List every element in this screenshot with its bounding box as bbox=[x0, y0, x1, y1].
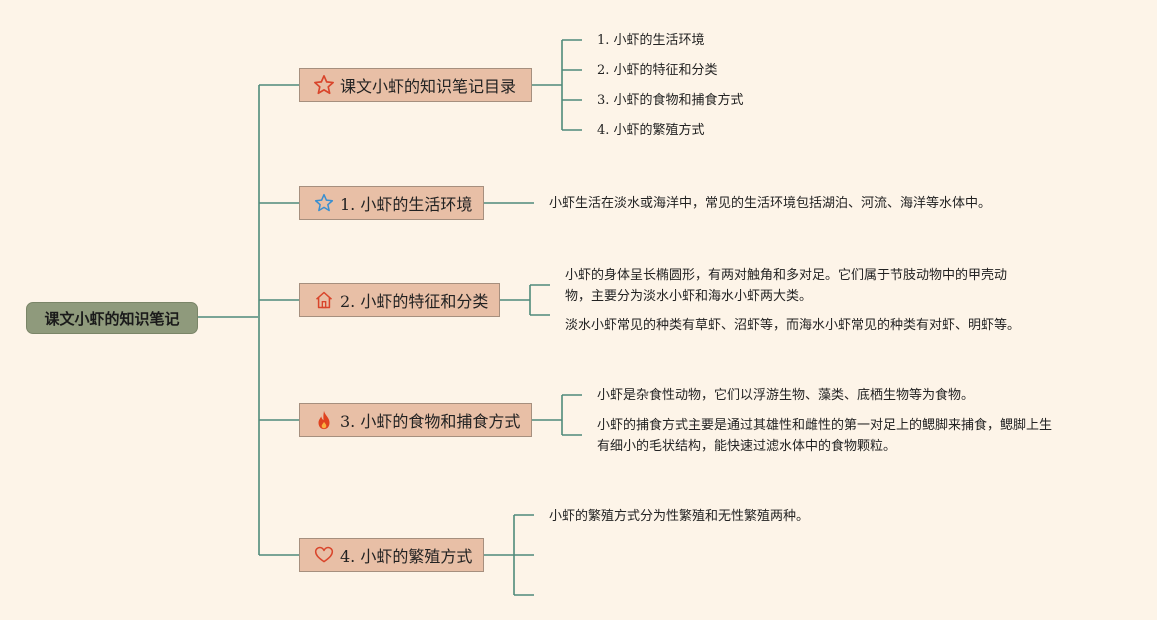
branch-node-reproduction[interactable]: 4. 小虾的繁殖方式 bbox=[299, 538, 484, 572]
home-icon bbox=[312, 289, 336, 311]
branch-label: 1. 小虾的生活环境 bbox=[340, 195, 473, 214]
hunting-note-line: 有细小的毛状结构，能快速过滤水体中的食物颗粒。 bbox=[597, 439, 897, 454]
diet-note: 小虾是杂食性动物，它们以浮游生物、藻类、底栖生物等为食物。 bbox=[597, 388, 975, 403]
heart-icon bbox=[312, 544, 336, 566]
habitat-note: 小虾生活在淡水或海洋中，常见的生活环境包括湖泊、河流、海洋等水体中。 bbox=[549, 196, 992, 211]
fire-icon bbox=[312, 409, 336, 431]
star-icon bbox=[312, 74, 336, 96]
branch-label: 3. 小虾的食物和捕食方式 bbox=[340, 412, 521, 431]
branch-label: 2. 小虾的特征和分类 bbox=[340, 292, 489, 311]
branch-label: 4. 小虾的繁殖方式 bbox=[340, 547, 473, 566]
contents-item: 4. 小虾的繁殖方式 bbox=[597, 123, 705, 138]
features-note-line: 小虾的身体呈长椭圆形，有两对触角和多对足。它们属于节肢动物中的甲壳动 bbox=[565, 268, 1008, 283]
branch-label: 课文小虾的知识笔记目录 bbox=[340, 77, 517, 96]
root-node[interactable]: 课文小虾的知识笔记 bbox=[26, 302, 198, 334]
features-note-line: 物，主要分为淡水小虾和海水小虾两大类。 bbox=[565, 289, 813, 304]
reproduction-note: 小虾的繁殖方式分为性繁殖和无性繁殖两种。 bbox=[549, 509, 810, 524]
contents-item: 2. 小虾的特征和分类 bbox=[597, 63, 718, 78]
branch-node-diet[interactable]: 3. 小虾的食物和捕食方式 bbox=[299, 403, 532, 437]
branch-node-features[interactable]: 2. 小虾的特征和分类 bbox=[299, 283, 500, 317]
contents-item: 3. 小虾的食物和捕食方式 bbox=[597, 93, 744, 108]
star-outline-icon bbox=[312, 192, 336, 214]
root-label: 课文小虾的知识笔记 bbox=[44, 309, 180, 328]
branch-node-habitat[interactable]: 1. 小虾的生活环境 bbox=[299, 186, 484, 220]
classification-note: 淡水小虾常见的种类有草虾、沼虾等，而海水小虾常见的种类有对虾、明虾等。 bbox=[565, 318, 1021, 333]
hunting-note-line: 小虾的捕食方式主要是通过其雄性和雌性的第一对足上的鳃脚来捕食，鳃脚上生 bbox=[597, 418, 1053, 433]
contents-item: 1. 小虾的生活环境 bbox=[597, 33, 705, 48]
branch-node-contents[interactable]: 课文小虾的知识笔记目录 bbox=[299, 68, 532, 102]
